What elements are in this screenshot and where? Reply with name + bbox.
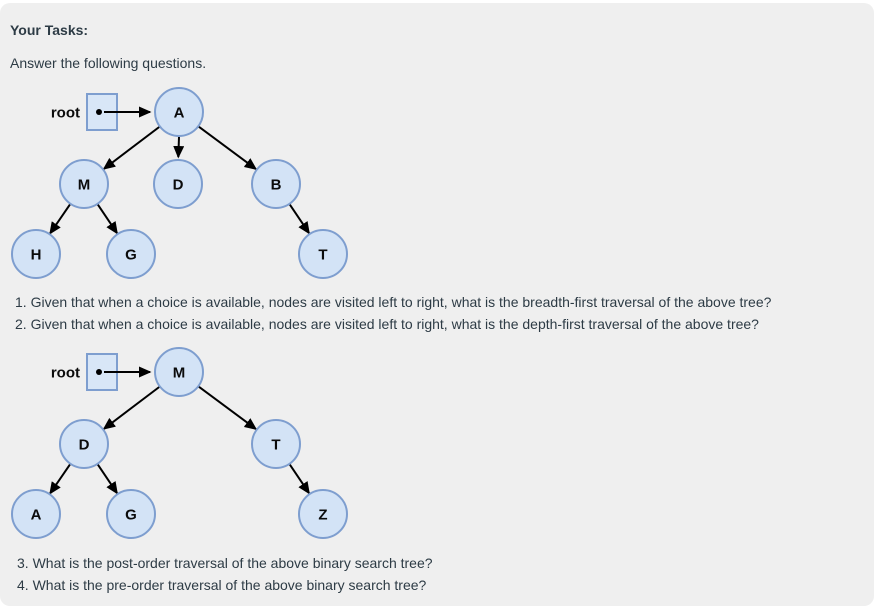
svg-text:G: G xyxy=(125,507,137,524)
tree1-node-M: M xyxy=(59,159,109,209)
question-2: 2. Given that when a choice is available… xyxy=(15,316,759,332)
question-3: 3. What is the post-order traversal of t… xyxy=(17,555,433,571)
tree1-node-A: A xyxy=(154,87,204,137)
tree2-root-pointer-label: root xyxy=(51,365,80,382)
tree2-node-M: M xyxy=(154,347,204,397)
tree1-node-D: D xyxy=(153,159,203,209)
tree1-node-B: B xyxy=(251,159,301,209)
tree2-node-Z: Z xyxy=(298,489,348,539)
page-title: Your Tasks: xyxy=(10,22,89,38)
svg-text:A: A xyxy=(174,105,185,122)
page-subtitle: Answer the following questions. xyxy=(10,55,207,71)
tree-diagram-2: root M D T A G xyxy=(11,347,348,539)
tree2-node-T: T xyxy=(251,419,301,469)
tree2-pointer-dot xyxy=(96,369,102,375)
tree1-root-pointer-label: root xyxy=(51,105,80,122)
svg-text:M: M xyxy=(78,177,91,194)
tree2-edges xyxy=(49,385,310,495)
tree1-edge-A-D xyxy=(173,136,185,159)
tree1-edge-M-G xyxy=(96,203,118,235)
tree2-node-A: A xyxy=(11,489,61,539)
tree2-edge-D-A xyxy=(49,463,72,495)
svg-text:A: A xyxy=(31,507,42,524)
tree2-edge-D-G xyxy=(96,463,118,495)
questions-3-4: 3. What is the post-order traversal of t… xyxy=(17,552,867,596)
svg-text:Z: Z xyxy=(318,507,327,524)
question-1: 1. Given that when a choice is available… xyxy=(15,294,772,310)
tree1-pointer-dot xyxy=(96,109,102,115)
svg-text:T: T xyxy=(318,247,327,264)
tree1-node-H: H xyxy=(11,229,61,279)
svg-text:T: T xyxy=(271,437,280,454)
tree1-edge-M-H xyxy=(49,203,72,235)
tree-diagram-1: root A M D B H xyxy=(11,87,348,279)
tree1-edge-A-B xyxy=(197,125,258,170)
svg-text:D: D xyxy=(79,437,90,454)
svg-text:D: D xyxy=(173,177,184,194)
svg-text:M: M xyxy=(173,365,186,382)
tree2-edge-T-Z xyxy=(288,463,310,495)
svg-text:H: H xyxy=(31,247,42,264)
tree1-node-G: G xyxy=(106,229,156,279)
svg-text:B: B xyxy=(271,177,282,194)
tree1-node-T: T xyxy=(298,229,348,279)
tree1-edges xyxy=(49,125,310,235)
tree2-edge-M-D xyxy=(102,385,161,430)
questions-1-2: 1. Given that when a choice is available… xyxy=(15,291,865,335)
question-4: 4. What is the pre-order traversal of th… xyxy=(17,577,427,593)
tree2-node-G: G xyxy=(106,489,156,539)
tree2-edge-M-T xyxy=(197,385,258,430)
svg-text:G: G xyxy=(125,247,137,264)
tree2-node-D: D xyxy=(59,419,109,469)
tree1-edge-B-T xyxy=(288,203,310,235)
tree1-edge-A-M xyxy=(102,125,161,170)
